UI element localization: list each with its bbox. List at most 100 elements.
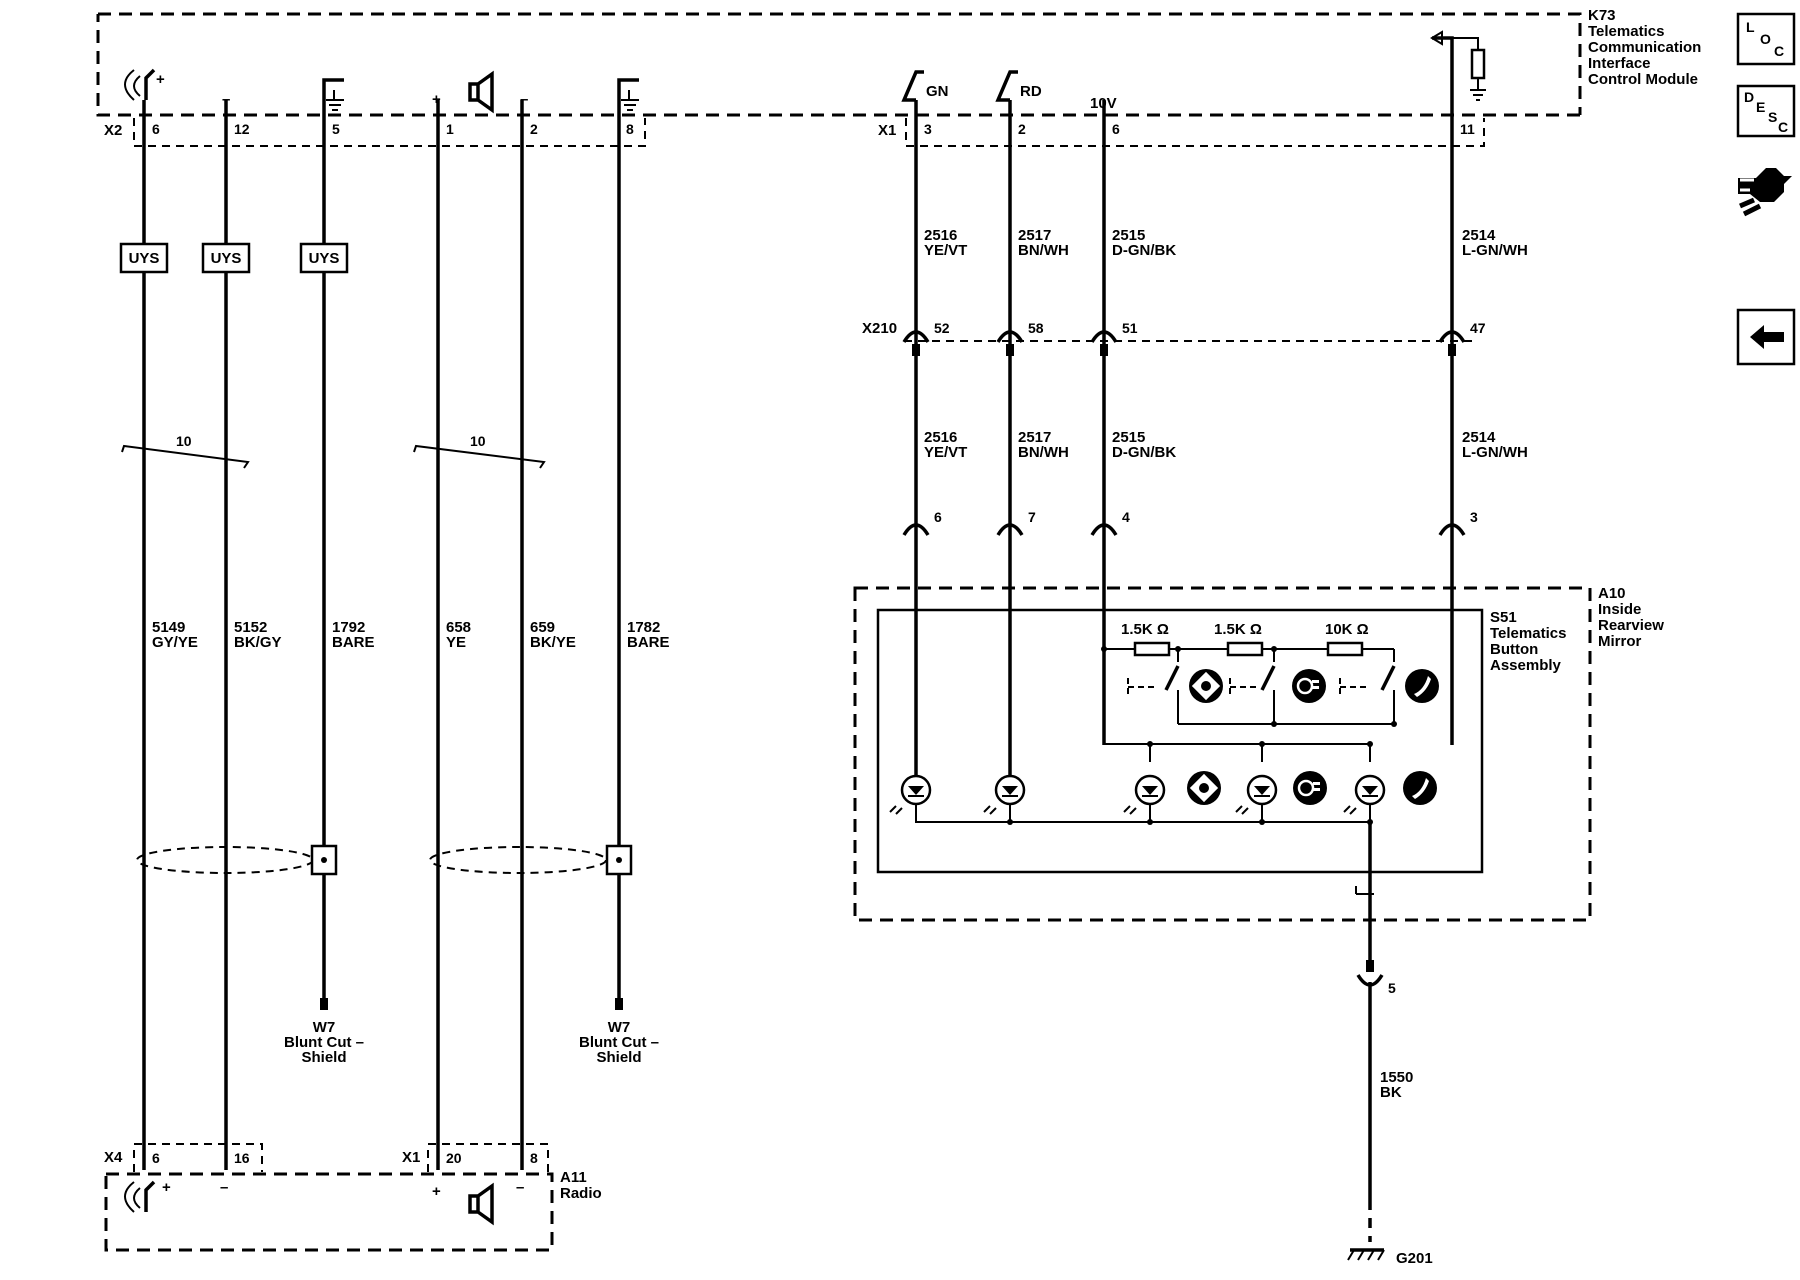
k73-name-line4: Control Module bbox=[1588, 71, 1698, 88]
uys-box bbox=[201, 242, 251, 274]
wire-circuit: 1550 bbox=[1380, 1069, 1413, 1086]
mirror-connector: 6 7 4 3 bbox=[902, 509, 1478, 536]
connector-x1-label: X1 bbox=[402, 1149, 420, 1166]
k73-module: K73 Telematics Communication Interface C… bbox=[96, 7, 1701, 117]
mic-minus-label: – bbox=[220, 1179, 228, 1196]
pin: 5 bbox=[332, 121, 340, 137]
onstar-power-button-icon bbox=[1292, 669, 1326, 703]
pin: 16 bbox=[234, 1150, 250, 1166]
right-wire-labels-lower: 2516 YE/VT 2517 BN/WH 2515 D-GN/BK 2514 … bbox=[924, 429, 1528, 461]
pin: 7 bbox=[1028, 509, 1036, 525]
connector-end-view-icon[interactable] bbox=[1738, 168, 1792, 217]
wire-circuit: 2515 bbox=[1112, 227, 1145, 244]
wire-circuit: 2517 bbox=[1018, 227, 1051, 244]
resistor-icon bbox=[1326, 641, 1364, 657]
left-wire-labels: 5149 GY/YE 5152 BK/GY 1792 BARE 658 YE 6… bbox=[152, 619, 670, 651]
k73-name-line2: Communication bbox=[1588, 39, 1701, 56]
led-indicators bbox=[889, 741, 1437, 972]
mic-plus-label: + bbox=[162, 1179, 171, 1196]
ground-ref: G201 bbox=[1396, 1250, 1433, 1267]
uys-label: UYS bbox=[211, 250, 242, 267]
phone-button-icon bbox=[1405, 669, 1439, 703]
location-button[interactable]: L O C bbox=[1736, 12, 1796, 66]
shield-line: Blunt Cut – bbox=[284, 1034, 364, 1051]
wire-color: D-GN/BK bbox=[1112, 444, 1176, 461]
back-button[interactable] bbox=[1736, 308, 1796, 366]
speaker-minus-label: – bbox=[516, 1179, 524, 1196]
onstar-button-icon bbox=[1187, 771, 1221, 805]
pin: 11 bbox=[1460, 121, 1475, 137]
wire-circuit: 5149 bbox=[152, 619, 185, 636]
k73-top-symbols: + – + – GN RD 10V bbox=[124, 30, 1486, 115]
uys-label: UYS bbox=[129, 250, 160, 267]
switch-gn-icon: GN bbox=[901, 70, 949, 102]
wire-color: BN/WH bbox=[1018, 444, 1069, 461]
s51-name-line3: Assembly bbox=[1490, 657, 1562, 674]
connector-x4-label: X4 bbox=[104, 1149, 123, 1166]
description-button[interactable]: D E S C bbox=[1736, 84, 1796, 138]
pin: 58 bbox=[1028, 320, 1044, 336]
shield-line: Blunt Cut – bbox=[579, 1034, 659, 1051]
twist-label: 10 bbox=[470, 433, 486, 449]
uys-box bbox=[119, 242, 169, 274]
a10-mirror-module: A10 Inside Rearview Mirror bbox=[853, 585, 1664, 922]
wire-circuit: 2517 bbox=[1018, 429, 1051, 446]
x210-connector: X210 52 58 51 47 bbox=[862, 320, 1486, 356]
led-icon bbox=[889, 774, 932, 815]
microphone-icon bbox=[124, 1180, 156, 1213]
right-wire-labels-upper: 2516 YE/VT 2517 BN/WH 2515 D-GN/BK 2514 … bbox=[924, 227, 1528, 259]
k73-name-line3: Interface bbox=[1588, 55, 1651, 72]
loc-letter: L bbox=[1746, 19, 1755, 35]
k73-connectors: X2 X1 bbox=[104, 118, 1485, 147]
wire-color: BARE bbox=[332, 634, 375, 651]
pin: 6 bbox=[152, 1150, 160, 1166]
wire-circuit: 5152 bbox=[234, 619, 267, 636]
uys-splices: UYS UYS UYS bbox=[119, 242, 349, 274]
wire-circuit: 2515 bbox=[1112, 429, 1145, 446]
pin: 5 bbox=[1388, 980, 1396, 996]
shield-line: Shield bbox=[596, 1049, 641, 1066]
wire-circuit: 2514 bbox=[1462, 227, 1496, 244]
pin: 3 bbox=[924, 121, 932, 137]
loc-letter: O bbox=[1760, 31, 1771, 47]
desc-letter: S bbox=[1768, 109, 1777, 125]
ground-symbol-icon bbox=[322, 78, 344, 115]
wire-circuit: 2516 bbox=[924, 429, 957, 446]
led-icon bbox=[1235, 774, 1278, 815]
a11-ref: A11 bbox=[560, 1169, 587, 1186]
wire-color: YE/VT bbox=[924, 444, 967, 461]
resistor-icon bbox=[1133, 641, 1171, 657]
wire-color: GY/YE bbox=[152, 634, 198, 651]
led-icon bbox=[983, 774, 1026, 815]
pin: 6 bbox=[934, 509, 942, 525]
wire-color: L-GN/WH bbox=[1462, 444, 1528, 461]
onstar-button-icon bbox=[1189, 669, 1223, 703]
wire-color: YE/VT bbox=[924, 242, 967, 259]
pin: 20 bbox=[446, 1150, 462, 1166]
ground-symbol-icon bbox=[617, 78, 639, 115]
speaker-minus-label: – bbox=[520, 91, 528, 108]
uys-label: UYS bbox=[309, 250, 340, 267]
wire-circuit: 2514 bbox=[1462, 429, 1496, 446]
wire-circuit: 2516 bbox=[924, 227, 957, 244]
pin: 8 bbox=[626, 121, 634, 137]
a11-radio-module: X4 X1 6 16 20 8 A11 Radio + – + – bbox=[104, 1143, 602, 1252]
a10-name-line2: Rearview bbox=[1598, 617, 1664, 634]
pin: 6 bbox=[152, 121, 160, 137]
a10-ref: A10 bbox=[1598, 585, 1626, 602]
rd-label: RD bbox=[1020, 83, 1042, 100]
led-icon bbox=[1123, 774, 1166, 815]
wire-circuit: 1782 bbox=[627, 619, 660, 636]
uys-box bbox=[299, 242, 349, 274]
pin: 12 bbox=[234, 121, 250, 137]
speaker-icon bbox=[468, 1182, 494, 1226]
twisted-pair-marks: 10 10 bbox=[121, 433, 546, 469]
speaker-plus-label: + bbox=[432, 91, 441, 108]
pin: 1 bbox=[446, 121, 454, 137]
shield-line: Shield bbox=[301, 1049, 346, 1066]
pin: 8 bbox=[530, 1150, 538, 1166]
wire-circuit: 1792 bbox=[332, 619, 365, 636]
pin: 2 bbox=[1018, 121, 1026, 137]
phone-button-icon bbox=[1403, 771, 1437, 805]
